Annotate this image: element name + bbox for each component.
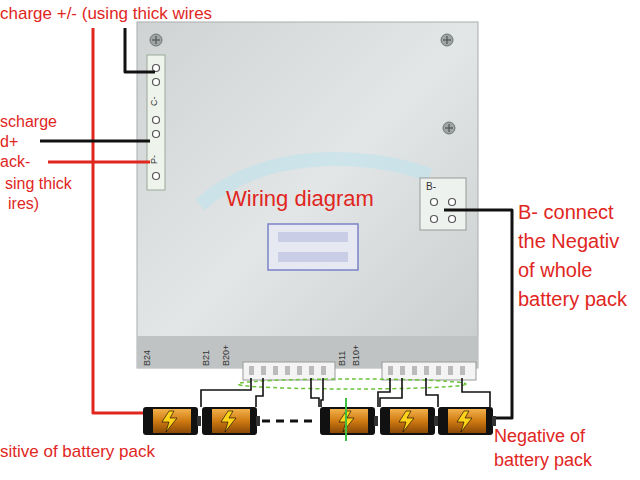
b-minus-terminal bbox=[420, 178, 466, 230]
terminal-strip bbox=[147, 55, 165, 190]
callout-label: sitive of battery pack bbox=[0, 442, 155, 462]
board-title: Wiring diagram bbox=[226, 186, 374, 212]
battery-cell bbox=[320, 407, 378, 435]
pin-name: B20+ bbox=[222, 345, 231, 366]
pin-name: B10+ bbox=[352, 345, 361, 366]
highlight-ellipse bbox=[238, 379, 466, 389]
battery-cell bbox=[143, 407, 201, 435]
pin-name: B11 bbox=[338, 351, 347, 366]
balance-connector bbox=[382, 362, 476, 380]
callout-label: sing thick bbox=[5, 174, 72, 193]
pin-name: B24 bbox=[143, 350, 152, 366]
info-bar bbox=[278, 232, 348, 242]
battery-cell bbox=[202, 407, 260, 435]
wires bbox=[40, 28, 512, 418]
callout-label: scharge bbox=[0, 112, 57, 131]
terminal-name: B- bbox=[426, 181, 436, 193]
terminal-name: P- bbox=[150, 155, 159, 164]
callout-label: charge +/- (using thick wires bbox=[0, 4, 212, 24]
callout-label: d+ bbox=[0, 132, 18, 151]
callout-label: ack- bbox=[0, 152, 30, 171]
battery-cell bbox=[380, 407, 438, 435]
screw-slots bbox=[152, 36, 453, 132]
pin-name: B21 bbox=[202, 350, 211, 366]
green-marker bbox=[345, 398, 347, 441]
info-box bbox=[268, 224, 358, 270]
terminal-name: C- bbox=[150, 97, 159, 107]
dashed-continuation bbox=[262, 420, 318, 423]
battery-cell bbox=[438, 407, 496, 435]
connector-pins bbox=[249, 366, 465, 375]
screws bbox=[150, 34, 455, 134]
bms-plate bbox=[137, 22, 478, 368]
callout-label: B- connect the Negativ of whole battery … bbox=[518, 198, 636, 314]
callout-label: ires) bbox=[8, 194, 39, 213]
info-bar bbox=[278, 252, 348, 262]
bms-board: Wiring diagram bbox=[137, 22, 478, 368]
callout-label: Negative of battery pack bbox=[494, 424, 612, 472]
balance-connector bbox=[243, 362, 335, 380]
